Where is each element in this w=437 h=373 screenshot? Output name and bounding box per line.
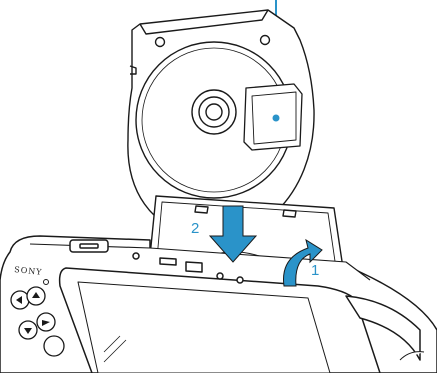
power-led-icon [43,279,49,285]
disc-label-area-icon [243,83,303,151]
step-label-1: 1 [311,262,319,279]
close-cover-arrow-icon [283,238,323,287]
step-label-2: 2 [191,220,199,237]
umd-disc-icon [127,9,315,240]
psp-handheld-icon [0,235,437,373]
insert-arrow-icon [208,205,258,263]
brand-text: SONY [14,265,43,277]
dpad-icon [10,286,65,357]
